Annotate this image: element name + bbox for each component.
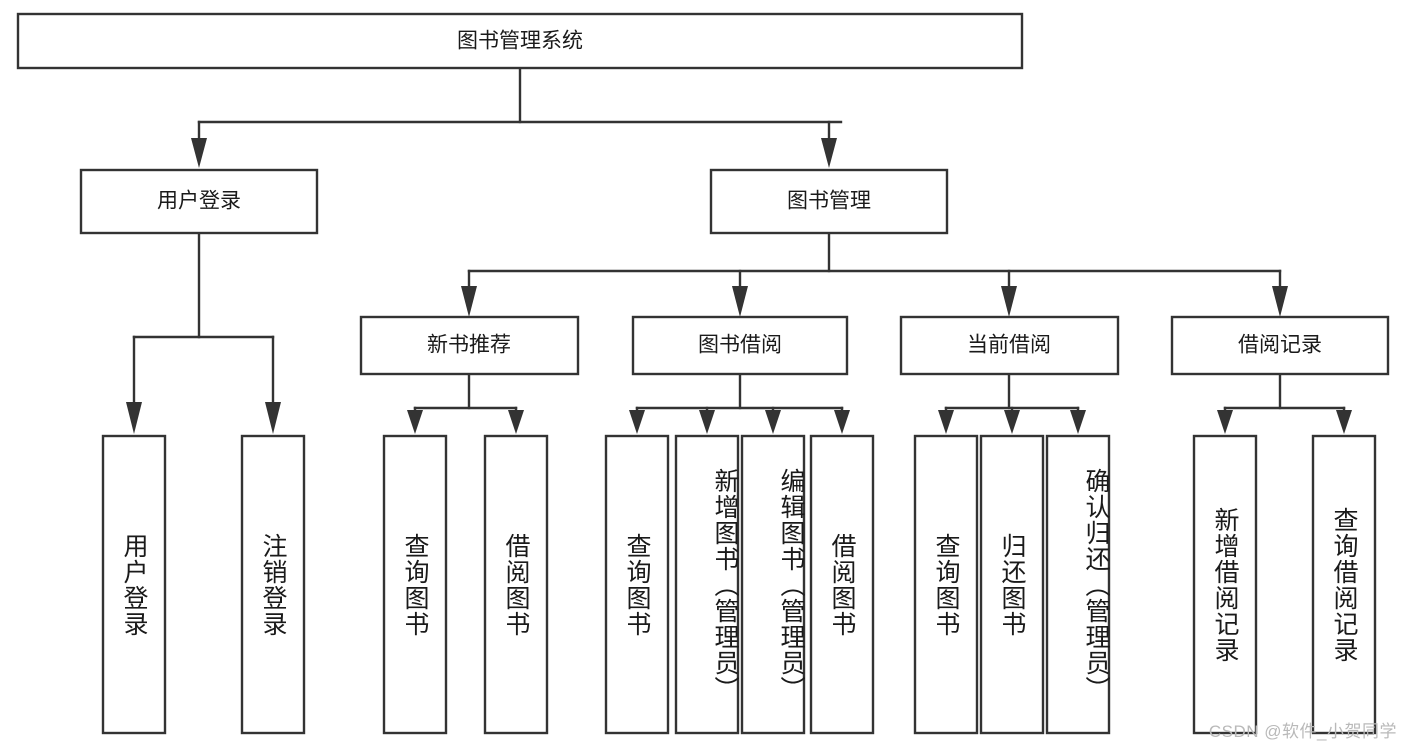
arrow-head-newbook — [461, 286, 477, 317]
arrow-head-currentborrow — [1001, 286, 1017, 317]
arrow-head-bookmgmt — [821, 138, 837, 168]
node-box-book-management[interactable] — [709, 168, 949, 235]
leaf-box-book-borrow-2[interactable] — [740, 434, 806, 735]
arrow-head-cb-leaf-3 — [1070, 410, 1086, 434]
node-box-user-login[interactable] — [79, 168, 319, 235]
arrow-head-bb-leaf-3 — [765, 410, 781, 434]
leaf-box-current-borrow-2[interactable] — [1045, 434, 1111, 735]
label-user-login: 用户登录 — [157, 190, 241, 213]
label-book-borrow: 图书借阅 — [698, 334, 782, 357]
edges-group — [126, 66, 1352, 434]
labels-group: 图书管理系统 用户登录 图书管理 新书推荐 图书借阅 当前借阅 借阅记录 — [157, 30, 1322, 357]
arrow-head-login — [191, 138, 207, 168]
leaf-box-borrow-record-0[interactable] — [1192, 434, 1258, 735]
csdn-watermark: CSDN @软件_小贺同学 — [1208, 722, 1397, 741]
boxes-group — [16, 12, 1390, 735]
arrow-head-bb-leaf-2 — [699, 410, 715, 434]
leaf-box-book-borrow-0[interactable] — [604, 434, 670, 735]
arrow-head-nb-leaf-2 — [508, 410, 524, 434]
node-box-new-book-recommend[interactable] — [359, 315, 580, 376]
arrow-head-bb-leaf-4 — [834, 410, 850, 434]
arrow-head-bb-leaf-1 — [629, 410, 645, 434]
arrow-head-cb-leaf-2 — [1004, 410, 1020, 434]
leaf-box-current-borrow-0[interactable] — [913, 434, 979, 735]
node-box-root[interactable] — [16, 12, 1024, 70]
label-current-borrow: 当前借阅 — [967, 334, 1051, 357]
arrow-head-bookborrow — [732, 286, 748, 317]
leaf-box-user-login-0[interactable] — [101, 434, 167, 735]
node-box-book-borrow[interactable] — [631, 315, 849, 376]
leaf-box-current-borrow-1[interactable] — [979, 434, 1045, 735]
node-box-current-borrow[interactable] — [899, 315, 1120, 376]
leaf-box-book-borrow-3[interactable] — [809, 434, 875, 735]
label-book-management: 图书管理 — [787, 190, 871, 213]
arrow-head-br-leaf-1 — [1217, 410, 1233, 434]
arrow-head-cb-leaf-1 — [938, 410, 954, 434]
label-root: 图书管理系统 — [457, 30, 583, 53]
node-box-borrow-record[interactable] — [1170, 315, 1390, 376]
label-borrow-record: 借阅记录 — [1238, 334, 1322, 357]
arrow-head-borrowrecord — [1272, 286, 1288, 317]
arrow-head-br-leaf-2 — [1336, 410, 1352, 434]
arrow-head-login-leaf-1 — [126, 402, 142, 434]
leaf-box-borrow-record-1[interactable] — [1311, 434, 1377, 735]
leaf-box-book-borrow-1[interactable] — [674, 434, 740, 735]
label-new-book-recommend: 新书推荐 — [427, 334, 511, 357]
leaf-box-user-login-1[interactable] — [240, 434, 306, 735]
arrow-head-login-leaf-2 — [265, 402, 281, 434]
leaf-box-new-book-1[interactable] — [483, 434, 549, 735]
leaf-box-new-book-0[interactable] — [382, 434, 448, 735]
arrow-head-nb-leaf-1 — [407, 410, 423, 434]
